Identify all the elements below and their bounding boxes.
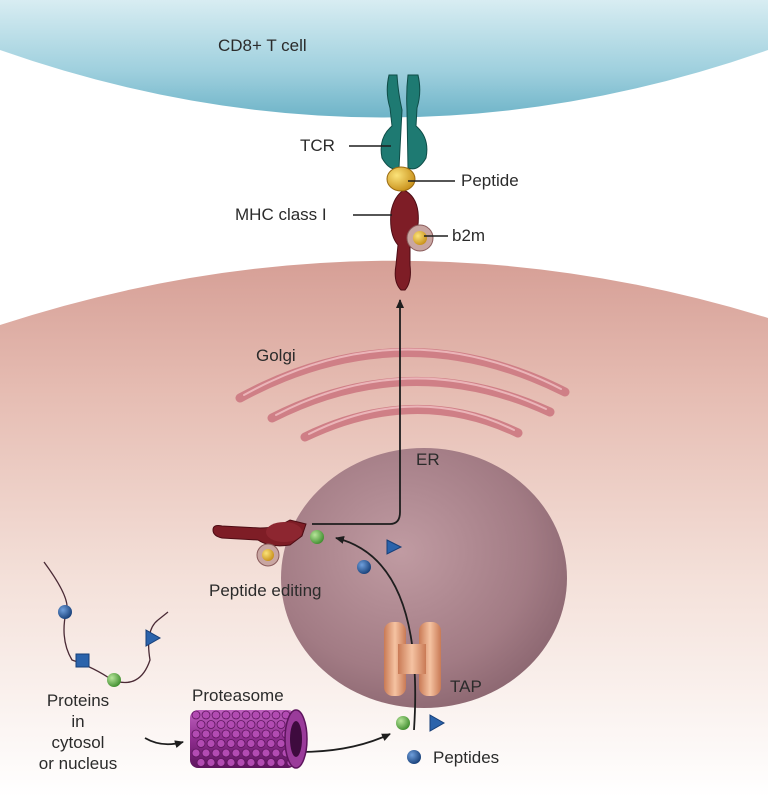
proteasome-subunit <box>216 739 226 748</box>
proteasome-subunit <box>256 720 266 729</box>
proteasome-subunit <box>266 739 276 748</box>
proteasome-subunit <box>236 720 246 729</box>
proteasome-subunit <box>241 748 251 758</box>
proteasome-subunit <box>236 739 246 748</box>
proteasome-subunit <box>276 720 286 729</box>
proteasome-subunit <box>191 710 201 720</box>
proteasome-subunit <box>231 710 241 720</box>
proteasome-subunit <box>211 710 221 720</box>
proteasome-subunit <box>246 739 256 748</box>
proteasome-subunit <box>201 729 211 739</box>
proteasome-subunit <box>221 748 231 758</box>
proteasome-subunit <box>271 748 281 758</box>
proteasome <box>190 709 308 769</box>
mhc-tcr-complex <box>380 74 434 291</box>
proteasome-subunit <box>206 758 216 767</box>
proteasome-subunit <box>266 758 276 767</box>
proteasome-subunit <box>271 729 281 739</box>
proteasome-subunit <box>201 710 211 720</box>
proteasome-subunit <box>231 729 241 739</box>
tap-transporter <box>384 622 441 696</box>
proteins-label: Proteins in cytosol or nucleus <box>20 690 136 774</box>
mhc-class-i-label: MHC class I <box>235 205 327 224</box>
b2m-label: b2m <box>452 226 486 245</box>
tap-import-arrow <box>335 536 417 731</box>
proteasome-subunit <box>231 748 241 758</box>
proteins-label-line-1: Proteins <box>46 691 110 710</box>
proteasome-subunit <box>241 729 251 739</box>
proteins-label-line-2: in <box>71 712 85 731</box>
proteasome-subunit <box>266 720 276 729</box>
proteasome-subunit <box>226 720 236 729</box>
er-peptides <box>310 530 403 574</box>
proteasome-subunit <box>206 739 216 748</box>
proteasome-subunit <box>276 758 286 767</box>
proteasome-subunit <box>221 710 231 720</box>
proteasome-subunit <box>236 758 246 767</box>
proteasome-subunit <box>191 729 201 739</box>
t-cell-body <box>0 0 768 118</box>
proteasome-subunit <box>221 729 231 739</box>
proteasome-subunit <box>251 729 261 739</box>
proteasome-subunit <box>256 739 266 748</box>
proteasome-subunit <box>241 710 251 720</box>
proteasome-subunit <box>251 748 261 758</box>
proteasome-subunit <box>261 729 271 739</box>
peptides-label: Peptides <box>433 748 500 767</box>
tap-label: TAP <box>450 677 482 696</box>
proteasome-subunit <box>216 720 226 729</box>
leader-lines <box>349 145 455 237</box>
peptide-release-arrow <box>299 733 391 753</box>
proteasome-subunit <box>256 758 266 767</box>
er-label: ER <box>416 450 440 469</box>
proteasome-subunit <box>246 720 256 729</box>
proteins-label-line-4: or nucleus <box>38 754 118 773</box>
proteasome-subunit <box>211 729 221 739</box>
golgi-stacks <box>235 347 570 442</box>
proteasome-subunit <box>191 748 201 758</box>
endoplasmic-reticulum <box>281 448 567 708</box>
tcr-label: TCR <box>300 136 335 155</box>
proteasome-subunit <box>196 758 206 767</box>
free-peptides <box>396 714 446 764</box>
proteasome-subunit <box>226 758 236 767</box>
proteasome-subunit <box>201 748 211 758</box>
peptide-label: Peptide <box>461 171 519 190</box>
proteasome-subunit <box>196 720 206 729</box>
proteins-label-line-3: cytosol <box>51 733 105 752</box>
proteasome-subunit <box>216 758 226 767</box>
t-cell-label: CD8+ T cell <box>218 36 307 55</box>
transport-arrow <box>312 299 404 525</box>
peptide-editing-label: Peptide editing <box>209 581 322 600</box>
golgi-label: Golgi <box>256 346 296 365</box>
proteasome-label: Proteasome <box>192 686 284 705</box>
proteasome-subunit <box>261 710 271 720</box>
proteasome-subunit <box>196 739 206 748</box>
mhc-loading-complex <box>212 519 307 567</box>
proteasome-subunit <box>211 748 221 758</box>
proteasome-subunit <box>276 739 286 748</box>
protein-chain <box>43 561 169 687</box>
proteasome-subunit <box>271 710 281 720</box>
proteasome-subunit <box>246 758 256 767</box>
proteasome-subunit <box>206 720 216 729</box>
degradation-arrow <box>144 737 184 749</box>
proteasome-subunit <box>251 710 261 720</box>
proteasome-subunit <box>261 748 271 758</box>
proteasome-subunit <box>226 739 236 748</box>
